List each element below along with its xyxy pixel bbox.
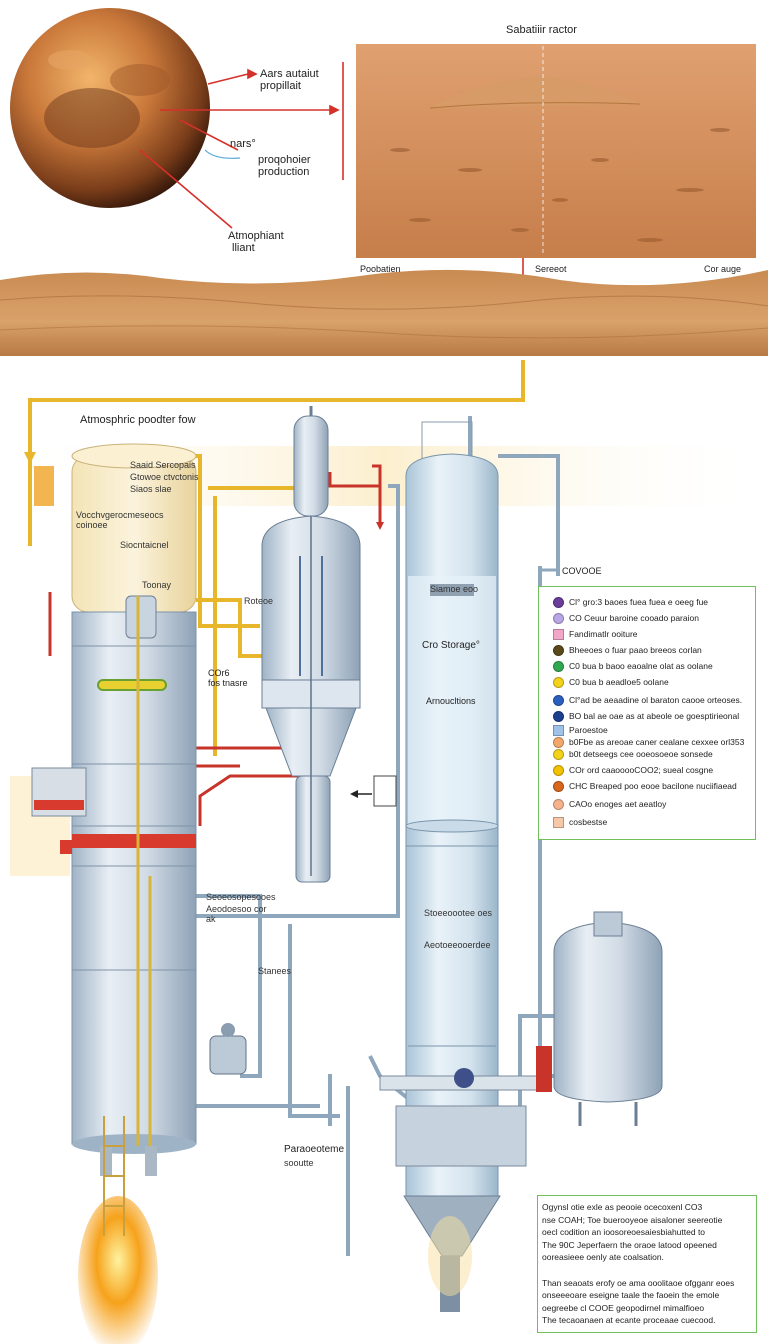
label-nars: nars° — [230, 138, 256, 150]
legend-box: Cl° gro:3 baoes fuea fuea e oeeg fue CO C… — [538, 586, 756, 840]
flame — [78, 1196, 158, 1344]
panel-label-mid: Sereeot — [535, 264, 567, 274]
panel-label-right: Cor auge — [704, 264, 742, 274]
legend-label: b0t detseegs cee ooeosoeoe sonsede — [569, 749, 713, 759]
legend-item: C0 bua b aeadloe5 oolane — [553, 677, 669, 689]
dune-band — [0, 269, 768, 356]
legend-marker — [553, 711, 564, 723]
legend-marker — [553, 799, 564, 811]
left-tank-note-6: Toonay — [142, 580, 172, 590]
note-box: Ogynsl otie exle as peooie ocecoxenl CO3… — [537, 1195, 757, 1333]
parameter-label: Paraoeoteme — [284, 1144, 345, 1155]
storage-label: Cro Storage° — [422, 640, 480, 651]
panel-label-left: Poobatien — [360, 264, 401, 274]
flow-arrow — [350, 775, 397, 807]
small-label-1: Seoeosopesooes — [206, 892, 276, 902]
legend-marker — [553, 661, 564, 673]
left-tank-note-1: Saaid Sercopais — [130, 460, 196, 470]
pump-unit — [209, 1023, 247, 1075]
annotations-label: Arnoucltions — [426, 696, 476, 706]
mars-scene — [0, 8, 768, 356]
legend-item: COr ord caaooooCOO2; sueal cosgne — [553, 765, 714, 777]
left-reactor-tank — [31, 443, 197, 1176]
legend-item: Cl°ad be aeaadine ol baraton caooe orteo… — [553, 695, 743, 707]
legend-label: C0 bua b baoo eaoalne olat as oolane — [569, 661, 713, 671]
left-tank-note-5: Siocntaicnel — [120, 540, 169, 550]
panel-title: Sabatiiir ractor — [506, 24, 577, 36]
small-label-2: Aeodoesoo cor ak — [206, 904, 267, 924]
parameter-sub: sooutte — [284, 1158, 314, 1168]
legend-item: CAOo enoges aet aeatloy — [553, 799, 667, 811]
note-line: oecl codition an ioosoreoesaiesbiahutted… — [542, 1227, 706, 1238]
legend-marker — [553, 749, 564, 761]
legend-marker — [553, 695, 564, 707]
legend-label: C0 bua b aeadloe5 oolane — [569, 677, 669, 687]
legend-marker — [553, 597, 564, 609]
legend-label: Cl°ad be aeaadine ol baraton caooe orteo… — [569, 695, 743, 705]
left-tank-note-4: Vocchvgerocmeseocs coinoee — [76, 510, 164, 530]
small-label-4: Roteoe — [244, 596, 274, 606]
legend-item: cosbestse — [553, 817, 608, 829]
legend-marker — [553, 725, 564, 737]
storage-note-1: Stoeeoootee oes — [424, 908, 493, 918]
mars-planet — [10, 8, 210, 208]
note-line: Ogynsl otie exle as peooie ocecoxenl CO3 — [542, 1202, 703, 1212]
legend-label: Paroestoe — [569, 725, 608, 735]
note-line: nse COAH; Toe buerooyeoe aisaloner seere… — [542, 1214, 723, 1225]
legend-item: BO bal ae oae as at abeole oe goesptirie… — [553, 711, 740, 723]
left-tank-note-3: Siaos slae — [130, 484, 172, 494]
legend-item: Paroestoe — [553, 725, 608, 737]
ladder — [103, 1116, 125, 1236]
storage-note-2: Aeotoeeooerdee — [424, 940, 491, 950]
legend-item: CO Ceuur baroine cooado paraion — [553, 613, 699, 625]
storage-tank — [379, 421, 547, 1312]
legend-label: Bheeoes o fuar paao breeos corlan — [569, 645, 702, 655]
note-line: The tecaoanaen at ecante proceaae cuecoo… — [542, 1315, 716, 1326]
note-line: onseeeoare eseigne taale the faoein the … — [542, 1290, 720, 1301]
legend-label: Fandimatlr ooiture — [569, 629, 638, 639]
note-line: The 90C Jeperfaern the oraoe latood opee… — [542, 1239, 717, 1250]
right-small-tank — [536, 911, 663, 1126]
legend-label: BO bal ae oae as at abeole oe goesptirie… — [569, 711, 740, 721]
legend-item: Bheeoes o fuar paao breeos corlan — [553, 645, 702, 657]
legend-item: Fandimatlr ooiture — [553, 629, 638, 641]
storage-tag: Siamoe eoo — [430, 584, 479, 594]
note-line: oegreebe cl COOE geopodirnel mimalfioeo — [542, 1302, 705, 1313]
legend-marker — [553, 817, 564, 829]
legend-item: b0t detseegs cee ooeosoeoe sonsede — [553, 749, 713, 761]
legend-marker — [553, 613, 564, 625]
flow-label: Atmosphric poodter fow — [80, 414, 196, 426]
legend-marker — [553, 645, 564, 657]
legend-marker — [553, 781, 564, 793]
center-reactor — [261, 406, 361, 883]
legend-title: COVOOE — [560, 566, 604, 576]
note-line: ooreasieee oenly ate coalsation. — [542, 1252, 664, 1263]
legend-label: CO Ceuur baroine cooado paraion — [569, 613, 699, 623]
left-tank-note-2: Gtowoe ctvctonis — [130, 472, 199, 482]
legend-label: b0Fbe as areoae caner cealane cexxee orl… — [569, 737, 745, 747]
legend-item: b0Fbe as areoae caner cealane cexxee orl… — [553, 737, 745, 749]
legend-label: COr ord caaooooCOO2; sueal cosgne — [569, 765, 714, 775]
pointer-lines — [139, 62, 344, 229]
legend-item: CHC Breaped poo eooe bacilone nuciifiaea… — [553, 781, 737, 793]
legend-label: CHC Breaped poo eooe bacilone nuciifiaea… — [569, 781, 737, 791]
legend-marker — [553, 677, 564, 689]
legend-label: CAOo enoges aet aeatloy — [569, 799, 667, 809]
legend-marker — [553, 629, 564, 641]
legend-marker — [553, 737, 564, 749]
legend-label: Cl° gro:3 baoes fuea fuea e oeeg fue — [569, 597, 709, 607]
surface-panel — [356, 44, 756, 258]
legend-label: cosbestse — [569, 817, 608, 827]
legend-item: Cl° gro:3 baoes fuea fuea e oeeg fue — [553, 597, 709, 609]
plant-diagram — [0, 360, 768, 1344]
flow-pipe-yellow — [28, 360, 525, 756]
small-label-3: Stanees — [258, 966, 292, 976]
note-line: Than seaoats erofy oe ama ooolitaoe ofgg… — [542, 1277, 735, 1288]
legend-marker — [553, 765, 564, 777]
legend-item: C0 bua b baoo eaoalne olat as oolane — [553, 661, 713, 673]
